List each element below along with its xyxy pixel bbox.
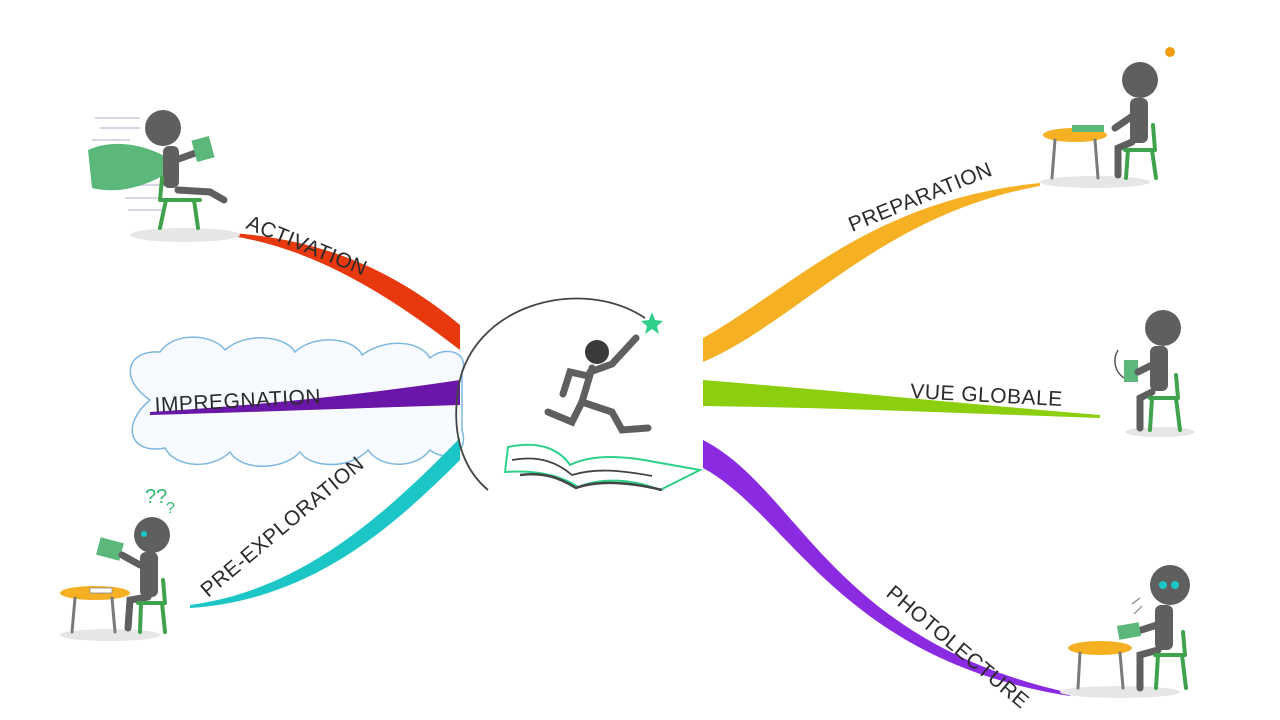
question-marks: ?? <box>145 486 167 508</box>
person-flipping-book-icon <box>1114 310 1195 437</box>
person-photoreading-at-table-icon <box>1060 565 1190 698</box>
flying-reader-with-cape-icon <box>88 110 240 242</box>
branch-preparation <box>703 183 1040 362</box>
label-activation: ACTIVATION <box>243 211 370 280</box>
label-photolecture: PHOTOLECTURE <box>882 581 1033 713</box>
branch-photolecture <box>703 440 1070 696</box>
branch-vue-globale <box>703 380 1100 418</box>
branch-impregnation <box>150 380 460 415</box>
runner-leaping-over-book-icon <box>455 297 704 492</box>
question-mark-small: ? <box>166 500 175 517</box>
thinking-person-at-table-icon <box>1040 47 1175 188</box>
confused-reader-at-table-icon: ?? ? <box>60 486 175 641</box>
